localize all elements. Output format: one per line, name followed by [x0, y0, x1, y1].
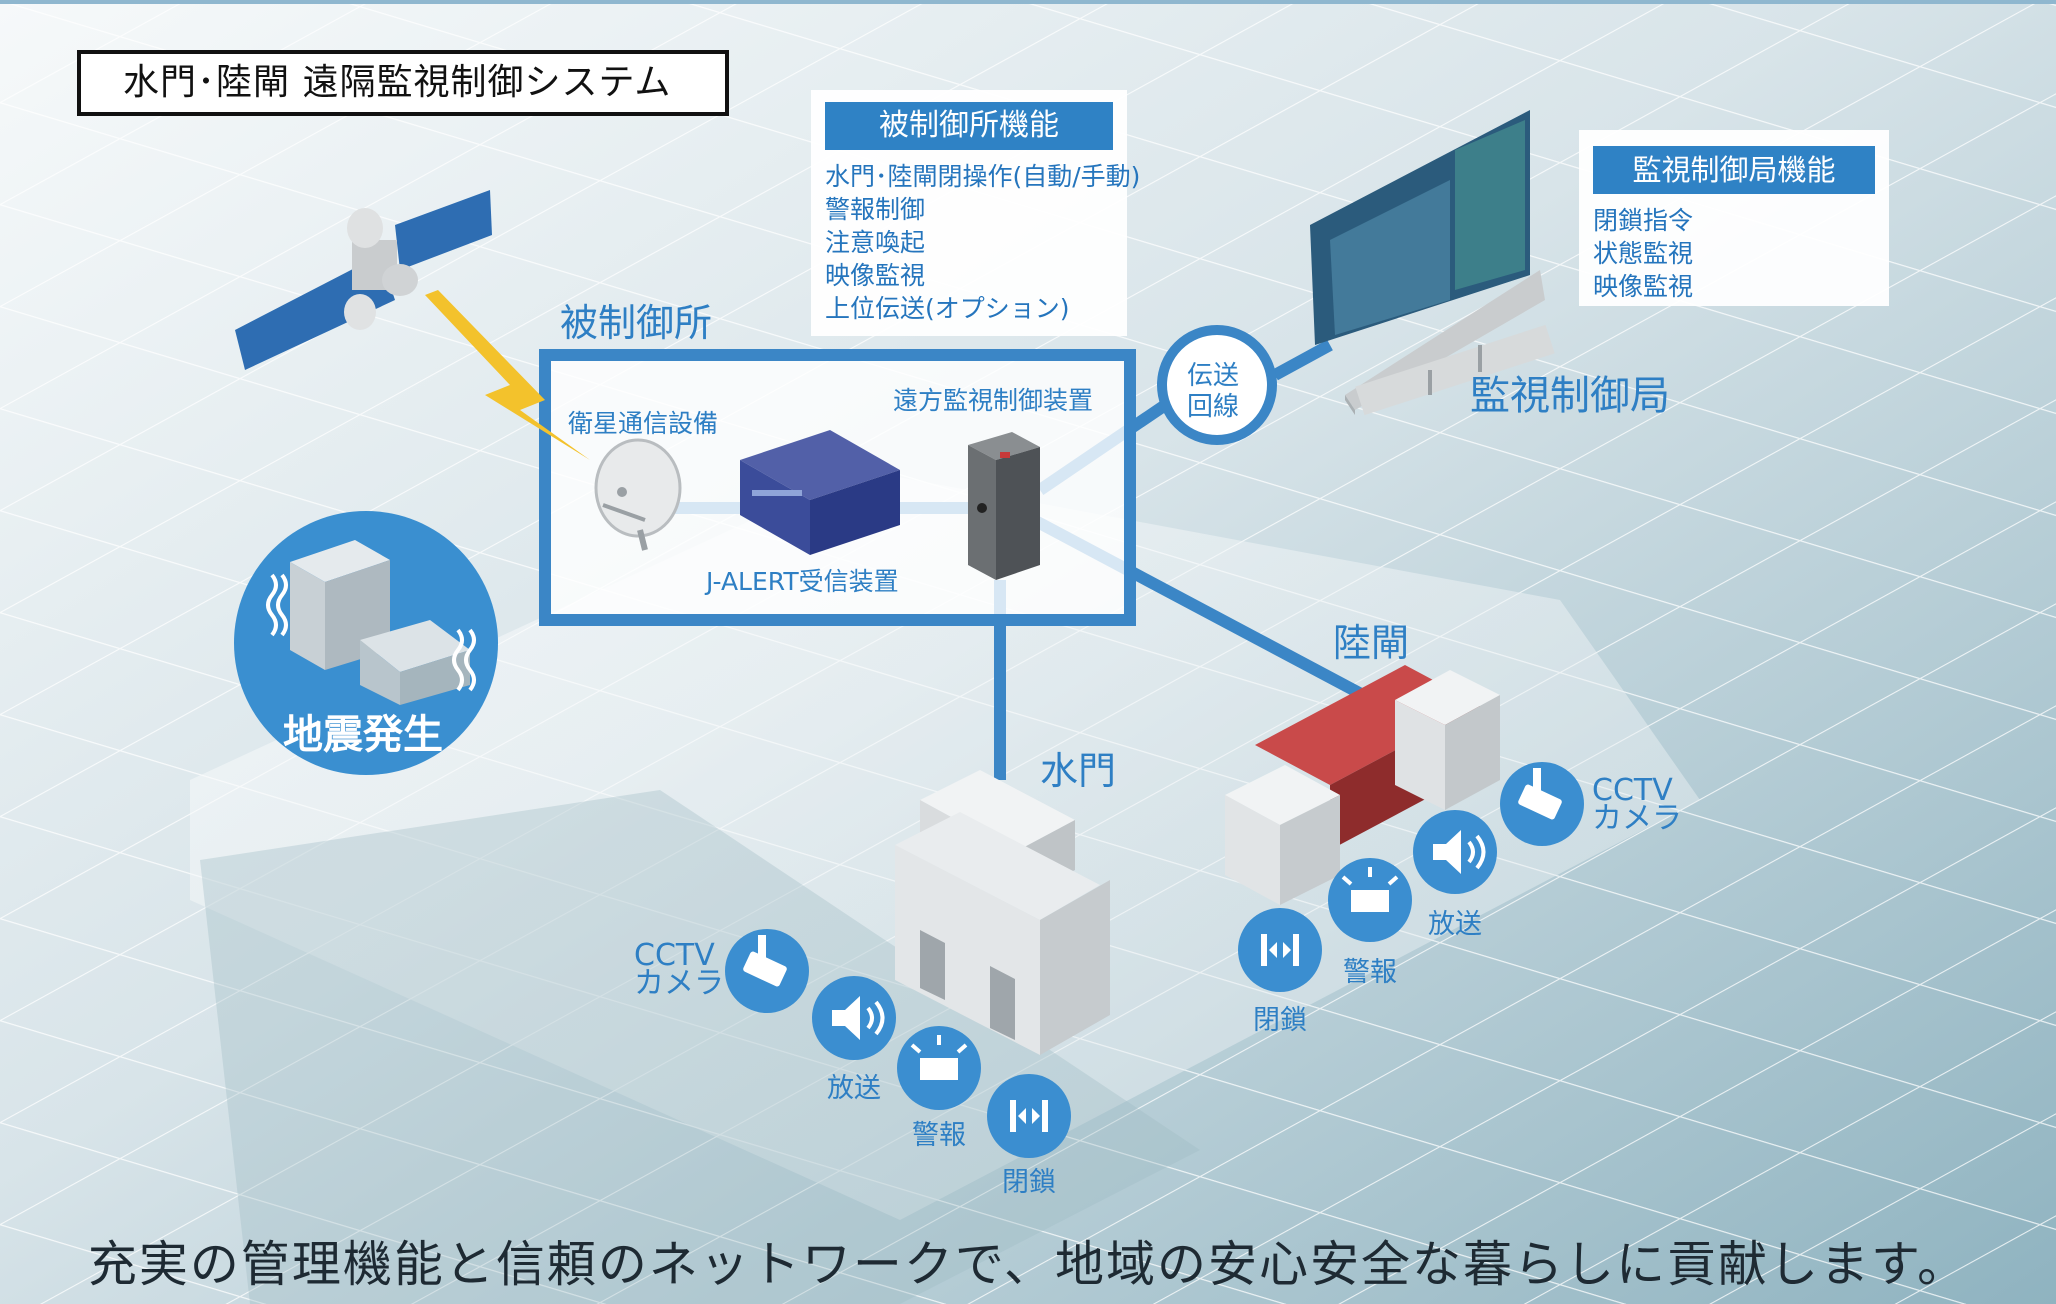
function-item: 映像監視	[1593, 272, 1694, 301]
footer-message: 充実の管理機能と信頼のネットワークで、地域の安心安全な暮らしに貢献します。	[87, 1236, 1969, 1293]
dish-antenna-icon	[594, 438, 682, 551]
earthquake-circle	[234, 511, 498, 775]
receiver-box-icon	[740, 430, 900, 555]
floodgate-broadcast-icon	[812, 976, 896, 1060]
floodgate-cctv-label-line1: CCTV	[634, 938, 715, 973]
jalert-label: J-ALERT受信装置	[706, 567, 899, 596]
floodgate-broadcast-label: 放送	[827, 1073, 881, 1104]
controlled-site-label: 被制御所	[560, 301, 713, 345]
transmission-label-line1: 伝送	[1187, 361, 1240, 391]
function-item: 閉鎖指令	[1593, 206, 1694, 235]
landgate-cctv-icon	[1500, 762, 1584, 846]
transmission-label-line2: 回線	[1187, 392, 1240, 422]
function-item: 警報制御	[825, 195, 926, 224]
floodgate-alarm-label: 警報	[912, 1120, 966, 1151]
satellite-icon	[235, 190, 492, 370]
floodgate-alarm-icon	[897, 1026, 981, 1110]
controlled-site-panel-title: 被制御所機能	[825, 102, 1113, 150]
monitoring-station-function-panel: 監視制御局機能 閉鎖指令 状態監視 映像監視	[1579, 130, 1889, 306]
monitoring-panel-title: 監視制御局機能	[1593, 146, 1875, 194]
earthquake-label: 地震発生	[283, 712, 443, 758]
server-cabinet-icon	[968, 432, 1040, 580]
transmission-circle	[1157, 325, 1277, 445]
page-title: 水門･陸閘 遠隔監視制御システム	[77, 50, 729, 116]
controlled-site-function-list: 水門･陸閘閉操作(自動/手動) 警報制御 注意喚起 映像監視 上位伝送(オプショ…	[825, 160, 1141, 325]
landgate-cctv-label-line2: カメラ	[1592, 801, 1682, 836]
land-gate-structure	[1225, 665, 1500, 905]
monitoring-station-label: 監視制御局	[1470, 373, 1670, 419]
function-item: 映像監視	[825, 261, 926, 290]
controlled-site-function-panel: 被制御所機能 水門･陸閘閉操作(自動/手動) 警報制御 注意喚起 映像監視 上位…	[811, 90, 1141, 336]
satellite-equipment-label: 衛星通信設備	[568, 409, 719, 438]
landgate-alarm-icon	[1328, 858, 1412, 942]
landgate-cctv-label-line1: CCTV	[1592, 773, 1673, 808]
floodgate-cctv-label-line2: カメラ	[634, 966, 724, 1001]
monitoring-station-room	[1310, 110, 1555, 416]
floodgate-structure	[895, 770, 1110, 1055]
landgate-closure-icon	[1238, 908, 1322, 992]
remote-unit-label: 遠方監視制御装置	[893, 386, 1094, 415]
function-item: 注意喚起	[825, 228, 926, 257]
lightning-bolt	[425, 290, 590, 460]
function-item: 水門･陸閘閉操作(自動/手動)	[825, 162, 1141, 191]
floodgate-closure-icon	[987, 1074, 1071, 1158]
monitoring-function-list: 閉鎖指令 状態監視 映像監視	[1593, 204, 1875, 303]
floodgate-cctv-icon	[725, 929, 809, 1013]
landgate-label: 陸閘	[1333, 621, 1410, 665]
function-item: 状態監視	[1593, 239, 1694, 268]
function-item: 上位伝送(オプション)	[825, 294, 1070, 323]
landgate-broadcast-label: 放送	[1428, 909, 1482, 940]
landgate-alarm-label: 警報	[1343, 957, 1397, 988]
landgate-broadcast-icon	[1413, 810, 1497, 894]
landgate-closure-label: 閉鎖	[1253, 1005, 1307, 1036]
floodgate-label: 水門	[1040, 749, 1117, 793]
floodgate-closure-label: 閉鎖	[1002, 1167, 1056, 1198]
